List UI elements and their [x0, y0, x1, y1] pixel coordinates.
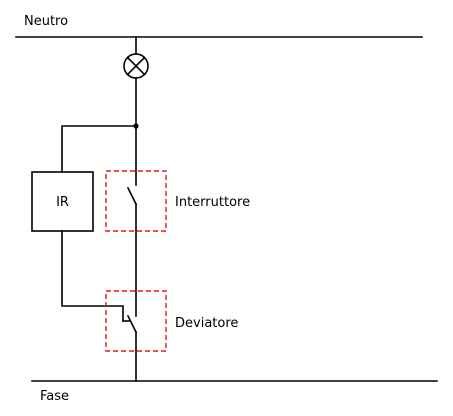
wire-junction-to-ir — [61, 125, 137, 173]
phase-label: Fase — [40, 389, 69, 404]
switch-symbol — [126, 186, 138, 317]
neutral-label: Neutro — [24, 14, 68, 29]
deviator-symbol — [122, 314, 138, 382]
lamp-icon — [123, 53, 149, 79]
wire-ir-to-deviator — [61, 230, 124, 322]
switch-frame — [105, 170, 167, 232]
deviator-frame — [105, 290, 167, 352]
switch-label: Interruttore — [175, 195, 250, 210]
deviator-label: Deviatore — [175, 316, 238, 331]
ir-label: IR — [56, 195, 69, 210]
